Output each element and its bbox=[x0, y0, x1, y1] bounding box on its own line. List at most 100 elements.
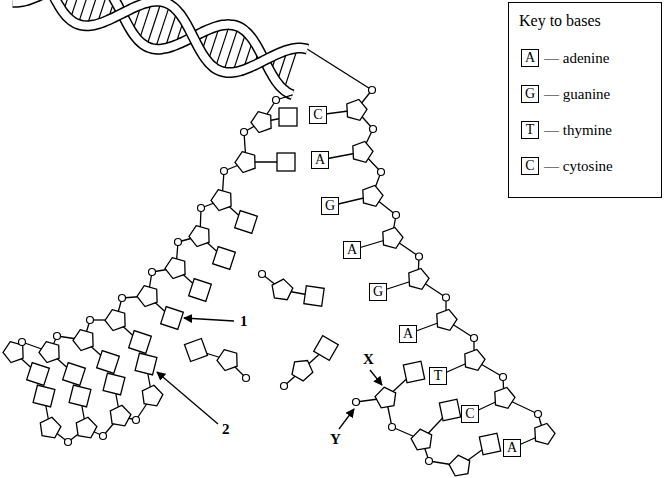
leader-arrow bbox=[184, 318, 234, 321]
legend-text: — guanine bbox=[544, 85, 610, 103]
base-letter: C bbox=[313, 108, 322, 122]
phosphate-circle bbox=[119, 295, 126, 302]
phosphate-circle bbox=[535, 411, 542, 418]
sugar-pentagon bbox=[383, 227, 403, 248]
helix-rung bbox=[223, 27, 238, 72]
base-letter: G bbox=[373, 285, 383, 299]
phosphate-circle bbox=[149, 269, 156, 276]
sugar-pentagon bbox=[411, 429, 432, 450]
sugar-pentagon bbox=[142, 385, 163, 406]
base-square bbox=[235, 211, 258, 234]
base-square bbox=[129, 331, 152, 354]
sugar-pentagon bbox=[353, 141, 373, 162]
sugar-pentagon bbox=[465, 349, 485, 370]
phosphate-circle bbox=[65, 439, 72, 446]
sugar-pentagon bbox=[189, 226, 209, 247]
sugar-pentagon bbox=[449, 455, 470, 476]
base-square bbox=[161, 307, 184, 330]
phosphate-circle bbox=[54, 333, 61, 340]
bond-line bbox=[307, 49, 372, 90]
base-letter: A bbox=[507, 441, 517, 455]
callout-label: 2 bbox=[222, 420, 230, 438]
base-square bbox=[33, 385, 55, 407]
base-square bbox=[279, 108, 297, 126]
base-box: T bbox=[429, 367, 447, 385]
sugar-pentagon bbox=[39, 342, 59, 363]
phosphate-circle bbox=[241, 129, 248, 136]
phosphate-circle bbox=[393, 212, 400, 219]
legend-text: — cytosine bbox=[544, 157, 613, 175]
phosphate-circle bbox=[426, 458, 433, 465]
phosphate-circle bbox=[243, 375, 250, 382]
phosphate-circle bbox=[500, 374, 507, 381]
base-box: A bbox=[399, 325, 417, 343]
base-letter: A bbox=[315, 153, 325, 167]
base-box: T bbox=[521, 121, 539, 139]
leader-arrow bbox=[339, 409, 354, 429]
helix-strand-fill bbox=[27, 0, 307, 73]
phosphate-circle bbox=[19, 339, 26, 346]
sugar-pentagon bbox=[375, 387, 396, 408]
base-letter: G bbox=[525, 87, 535, 101]
phosphate-circle bbox=[471, 335, 478, 342]
base-square bbox=[97, 351, 120, 374]
helix-strand-outline bbox=[27, 0, 307, 73]
base-box: A bbox=[343, 241, 361, 259]
phosphate-circle bbox=[370, 126, 377, 133]
sugar-pentagon bbox=[409, 268, 429, 289]
leader-arrow bbox=[157, 372, 218, 424]
base-square bbox=[277, 153, 295, 171]
sugar-pentagon bbox=[347, 99, 367, 120]
base-letter: C bbox=[465, 407, 474, 421]
sugar-pentagon bbox=[535, 423, 555, 444]
sugar-pentagon bbox=[76, 417, 97, 438]
phosphate-circle bbox=[133, 417, 140, 424]
base-box: G bbox=[369, 283, 387, 301]
phosphate-circle bbox=[198, 205, 205, 212]
base-box: A bbox=[311, 151, 329, 169]
base-letter: C bbox=[525, 159, 534, 173]
base-box: G bbox=[521, 85, 539, 103]
base-box: A bbox=[521, 49, 539, 67]
sugar-pentagon bbox=[251, 112, 271, 133]
base-square bbox=[439, 399, 460, 420]
leader-arrows bbox=[157, 318, 382, 429]
phosphate-circle bbox=[378, 169, 385, 176]
phosphate-circle bbox=[443, 294, 450, 301]
sugar-pentagon bbox=[363, 185, 383, 206]
phosphate-circle bbox=[259, 271, 266, 278]
base-letter: A bbox=[347, 243, 357, 257]
base-box: C bbox=[309, 106, 327, 124]
phosphate-circle bbox=[281, 383, 288, 390]
base-square bbox=[135, 353, 157, 375]
sugar-pentagon bbox=[211, 190, 231, 211]
phosphate-circle bbox=[369, 87, 376, 94]
helix-strand-fill bbox=[13, 0, 293, 95]
base-box: C bbox=[521, 157, 539, 175]
base-square bbox=[69, 385, 91, 407]
helix-strand-outline bbox=[13, 0, 293, 95]
legend-text: — adenine bbox=[544, 49, 609, 67]
sugar-pentagon bbox=[217, 350, 237, 371]
sugar-pentagon bbox=[437, 309, 457, 330]
base-square bbox=[304, 286, 324, 306]
callout-label: Y bbox=[330, 430, 341, 448]
phosphate-circle bbox=[87, 317, 94, 324]
sugar-pentagon bbox=[165, 258, 185, 279]
base-letter: A bbox=[525, 51, 535, 65]
phosphate-circle bbox=[389, 424, 396, 431]
base-square bbox=[213, 247, 236, 270]
sugar-pentagon bbox=[137, 286, 157, 307]
base-letter: T bbox=[434, 369, 443, 383]
base-letter: A bbox=[403, 327, 413, 341]
phosphate-circle bbox=[100, 433, 107, 440]
backbone-lines bbox=[14, 49, 544, 466]
base-letter: T bbox=[526, 123, 535, 137]
key-title: Key to bases bbox=[519, 11, 661, 30]
sugar-pentagon bbox=[110, 405, 131, 426]
phosphate-circle bbox=[353, 399, 360, 406]
sugar-pentagon bbox=[235, 152, 255, 173]
